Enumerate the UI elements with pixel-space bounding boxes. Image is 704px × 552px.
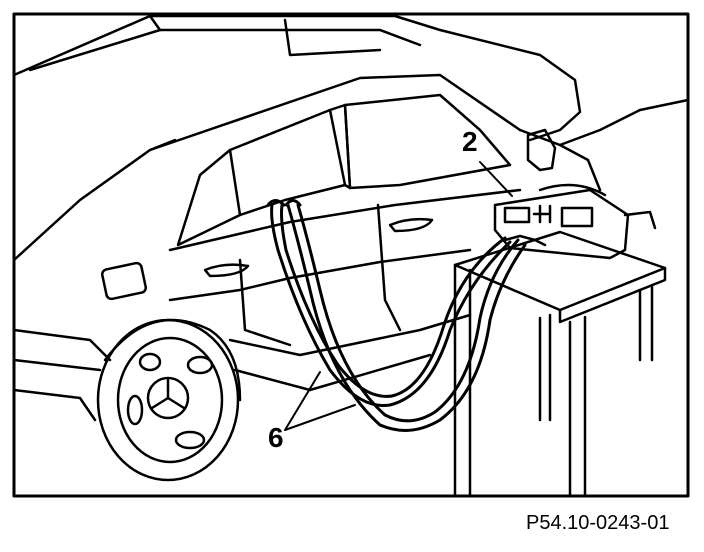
wheel-hub	[146, 376, 190, 420]
rear-lamp	[526, 128, 557, 172]
figure-reference-code: P54.10-0243-01	[526, 512, 670, 534]
car-a-pillar	[12, 138, 177, 262]
hub-star	[150, 378, 186, 410]
drawing-border	[12, 12, 690, 498]
fuel-flap	[100, 261, 148, 301]
table-leg-back	[538, 313, 552, 422]
wheel-hole-2	[174, 430, 206, 450]
leader-2	[479, 161, 513, 197]
battery-charger	[493, 183, 657, 260]
front-lower-body	[12, 328, 112, 422]
table-leg-mid	[568, 315, 587, 498]
rear-door-edge	[376, 203, 402, 332]
charger-knob	[623, 210, 657, 230]
rear-side-window	[343, 93, 512, 190]
callout-charger-label: 2	[462, 126, 478, 157]
cable-1	[270, 203, 512, 408]
cable-1-inner	[280, 203, 507, 398]
wheel-hole-1	[126, 394, 144, 426]
charging-cables	[266, 199, 527, 432]
wheel-hole-3	[186, 355, 214, 375]
front-door-handle	[203, 263, 250, 278]
front-door-edge	[238, 258, 292, 347]
charger-body	[493, 188, 630, 260]
charger-display-right	[560, 206, 594, 228]
tire-outer	[96, 318, 240, 482]
car-roof-inner	[28, 28, 422, 72]
tire-inner	[116, 336, 224, 464]
wheel-arch	[103, 318, 242, 402]
rear-deck	[518, 98, 690, 147]
charger-clamps	[503, 234, 547, 247]
leader-6b	[284, 404, 356, 431]
b-pillar	[328, 103, 352, 190]
charger-display-left	[503, 206, 531, 224]
car-roof	[12, 14, 582, 142]
car-roofline	[148, 73, 522, 152]
table-top-edge	[558, 266, 667, 324]
front-side-window	[176, 108, 347, 247]
cable-end-1	[266, 199, 286, 207]
cable-2-inner	[296, 203, 520, 423]
table	[453, 230, 667, 498]
car	[12, 14, 690, 422]
cable-2	[286, 203, 527, 432]
leader-6a	[284, 371, 321, 431]
leader-lines	[284, 161, 513, 431]
table-leg-right	[638, 283, 654, 362]
rear-door-handle	[388, 217, 434, 233]
cable-end-2	[284, 199, 302, 207]
charger-symbol	[532, 204, 552, 224]
rear-deck-lower	[558, 143, 602, 192]
window-divider	[228, 148, 242, 217]
body-crease	[168, 248, 472, 302]
car-beltline	[168, 188, 522, 252]
wheel-hole-4	[138, 352, 162, 372]
wheel	[96, 318, 240, 482]
windshield-line	[148, 14, 382, 57]
callout-cables-label: 6	[268, 422, 284, 453]
charger-top-handle	[538, 183, 607, 197]
